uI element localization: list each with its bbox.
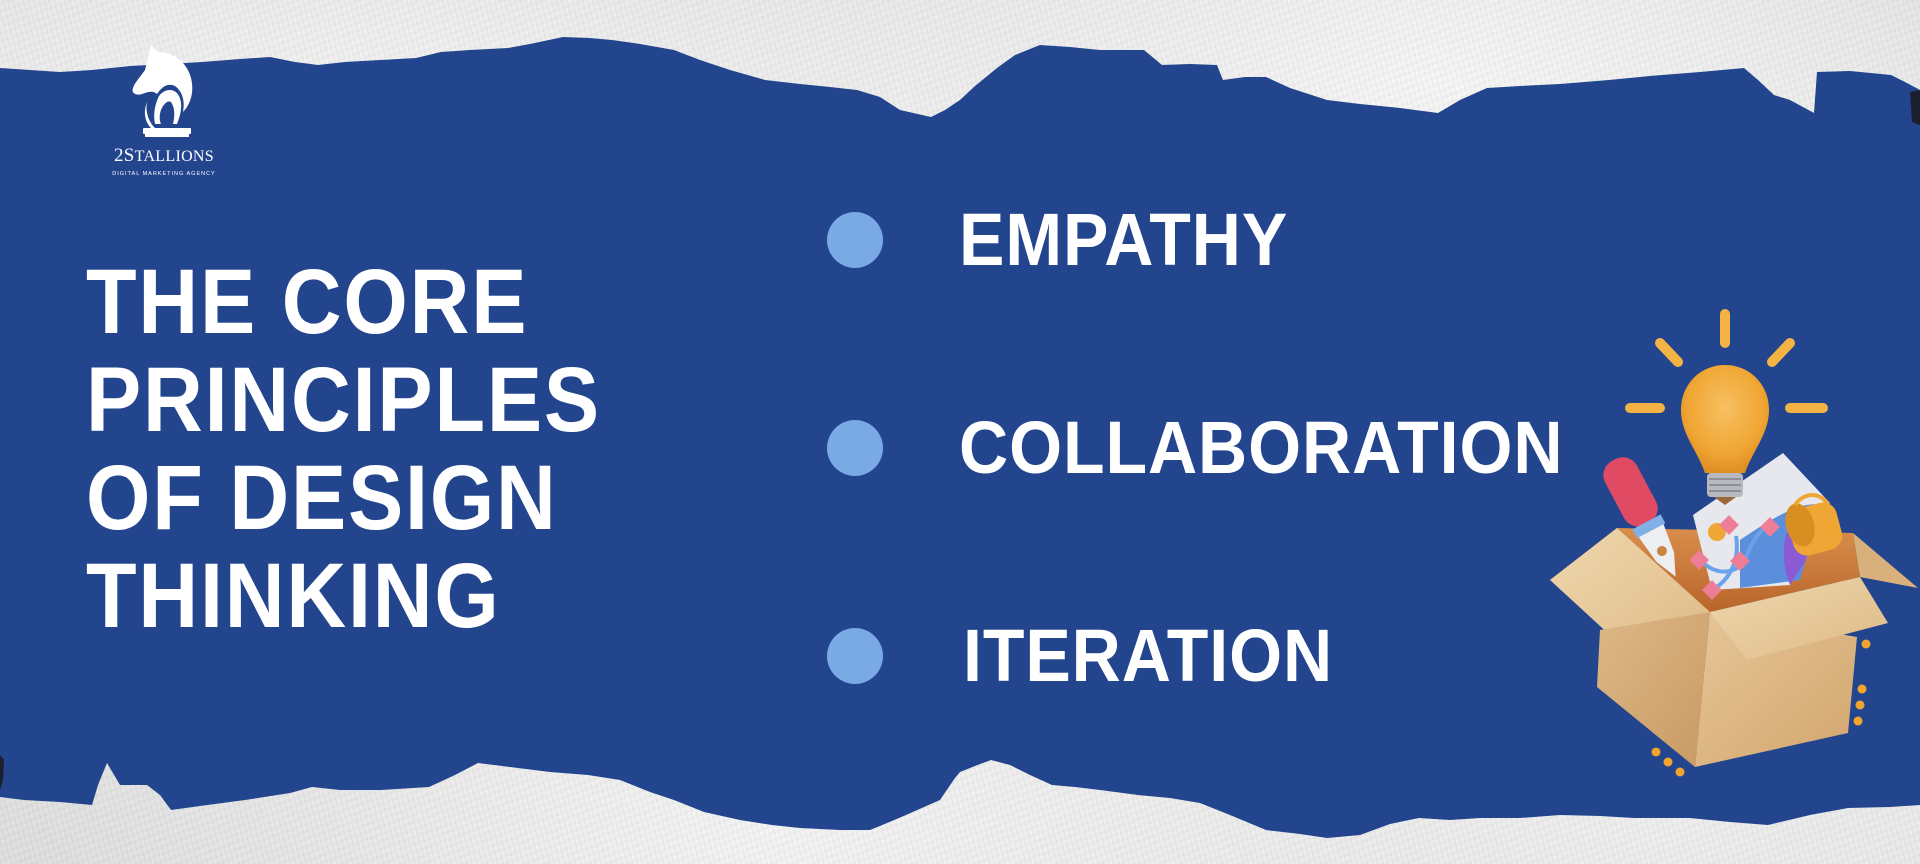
brand-logo[interactable]: 2STALLIONS DIGITAL MARKETING AGENCY: [100, 42, 230, 182]
brand-name-rest: TALLIONS: [134, 148, 214, 165]
principle-item-collaboration: COLLABORATION: [827, 406, 1616, 489]
title-line-4: THINKING: [86, 545, 501, 647]
paper-shadow-right: [1910, 90, 1920, 125]
circle-bullet-icon: [827, 420, 883, 476]
horse-chess-knight-icon: [132, 45, 193, 137]
circle-bullet-icon: [827, 628, 883, 684]
brand-name: 2STALLIONS: [100, 145, 228, 166]
circle-bullet-icon: [827, 212, 883, 268]
title-line-3: OF DESIGN: [86, 447, 558, 549]
principle-label: EMPATHY: [959, 198, 1289, 281]
brand-name-prefix: 2S: [113, 145, 135, 166]
page-title: THE CORE PRINCIPLES OF DESIGN THINKING: [86, 253, 601, 645]
principle-label: ITERATION: [963, 614, 1334, 697]
banner-shape: [0, 37, 1920, 838]
title-line-2: PRINCIPLES: [86, 349, 601, 451]
principle-item-empathy: EMPATHY: [827, 198, 1317, 281]
bulb-rays: [1625, 309, 1828, 413]
paper-shadow-left: [0, 755, 4, 790]
principle-label: COLLABORATION: [959, 406, 1564, 489]
principle-item-iteration: ITERATION: [827, 614, 1365, 697]
title-line-1: THE CORE: [86, 251, 529, 353]
brand-tagline: DIGITAL MARKETING AGENCY: [112, 171, 216, 177]
creative-toolbox-lightbulb-icon: [1550, 309, 1918, 777]
